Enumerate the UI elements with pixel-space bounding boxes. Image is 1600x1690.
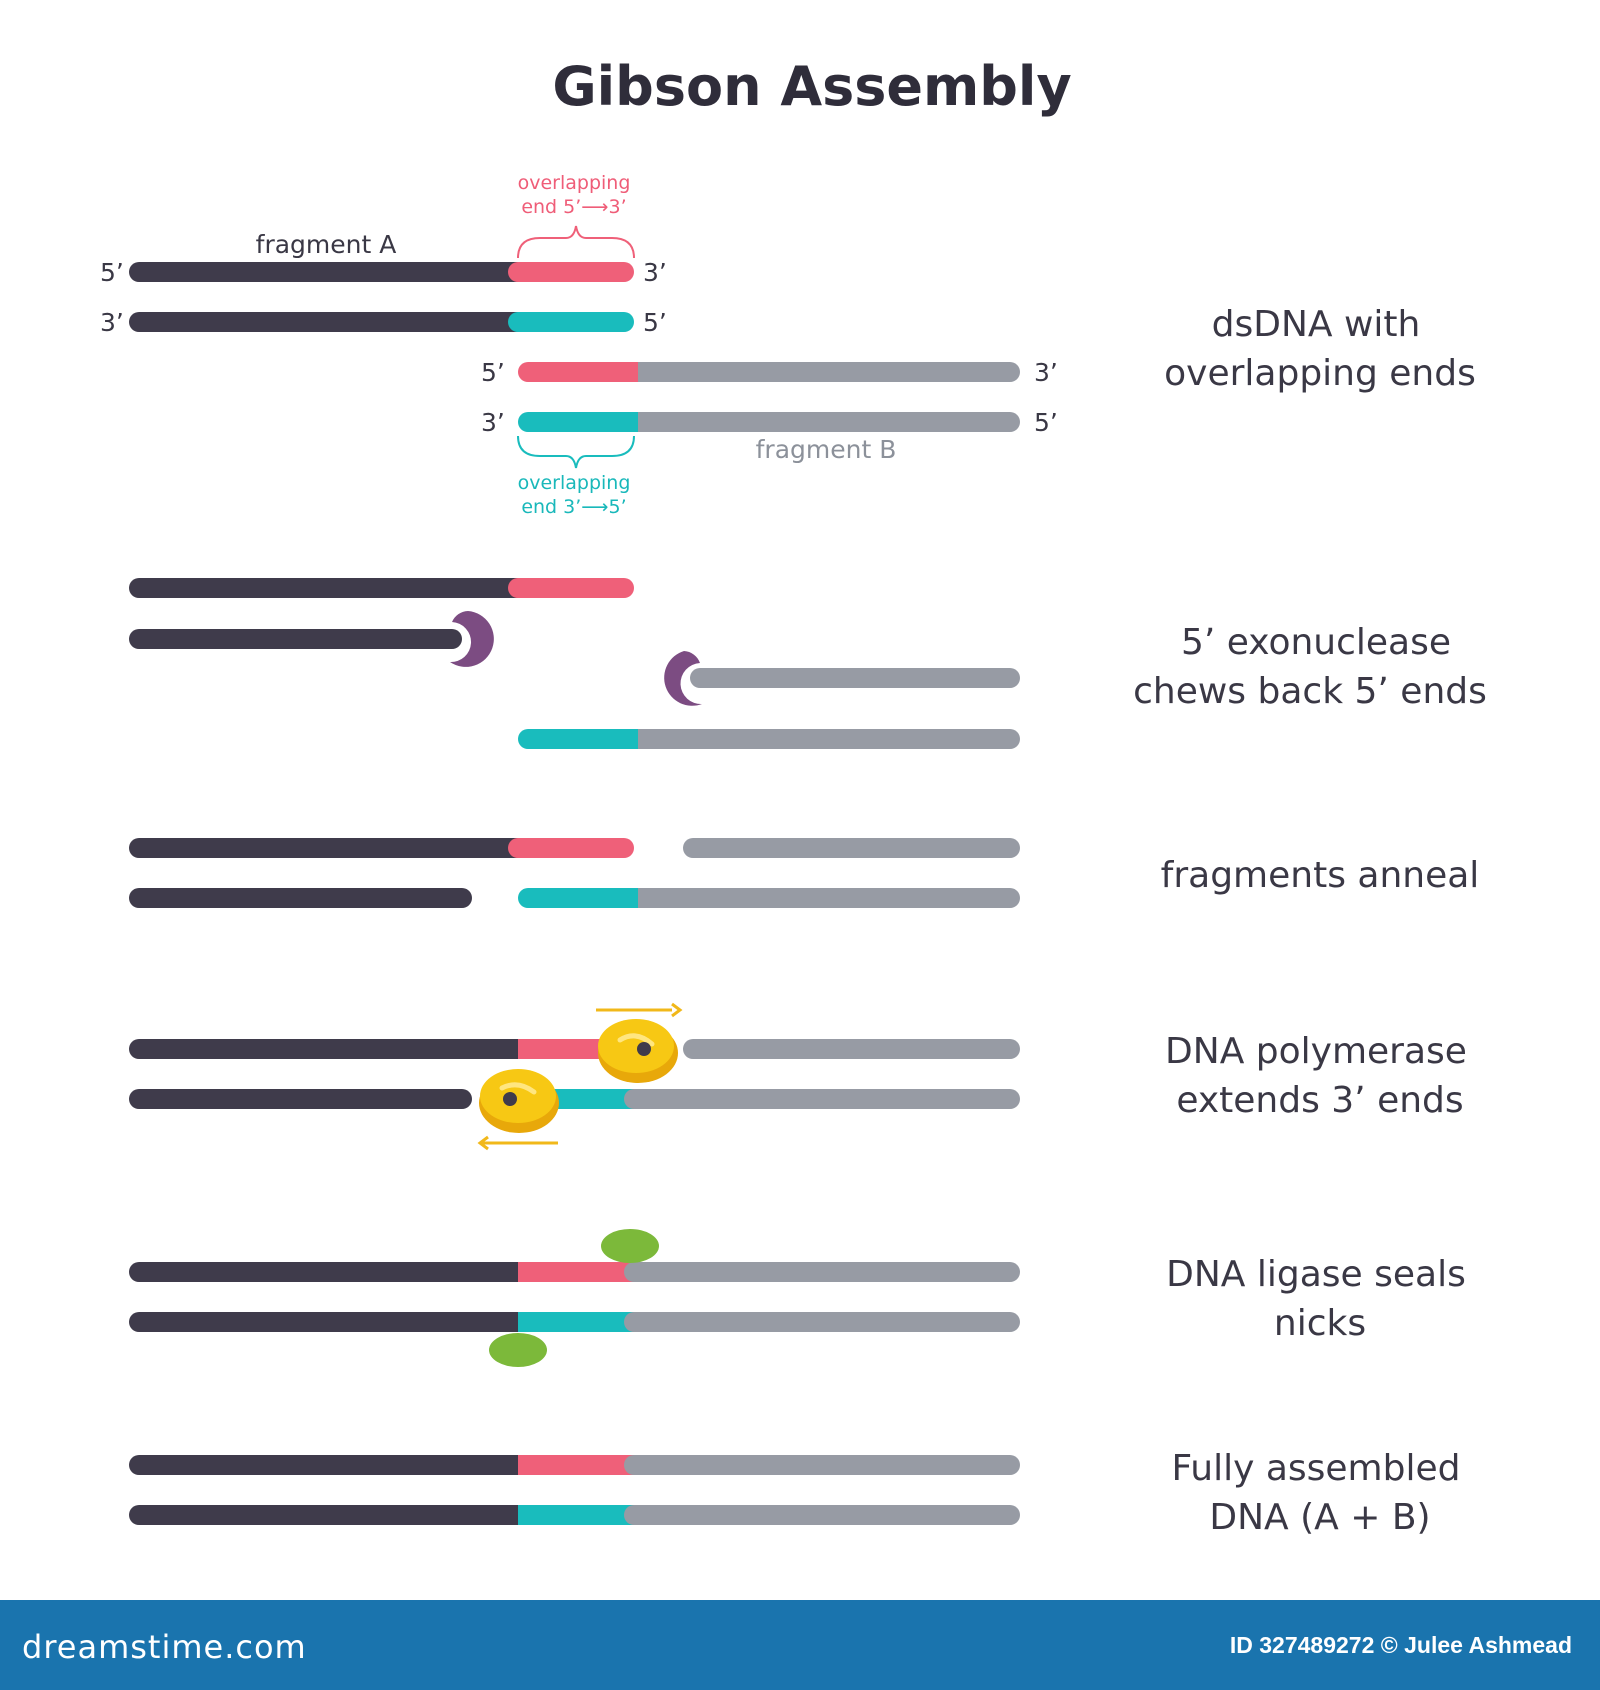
strand-a-bottom-5prime: 5’ — [643, 308, 667, 337]
exonuclease-a — [450, 611, 494, 667]
overlap-top-joint — [518, 838, 538, 858]
step-4-caption-line2: extends 3’ ends — [1176, 1080, 1463, 1121]
arrow-right-head — [671, 1002, 683, 1018]
step-6-caption-line2: DNA (A + B) — [1209, 1497, 1430, 1538]
overlap-top-label-line1: overlapping — [518, 172, 631, 194]
step-4-caption-line1: DNA polymerase — [1165, 1031, 1467, 1072]
step-6-caption-line1: Fully assembled — [1172, 1448, 1461, 1489]
strand-b-top-3prime: 3’ — [1034, 358, 1058, 387]
overlap-bottom-joint-b — [624, 729, 638, 749]
overlap-top-joint — [518, 578, 538, 598]
step-2-exonuclease — [129, 578, 1020, 749]
overlap-bottom-brace — [517, 435, 635, 469]
strand-b-bottom-5prime: 5’ — [1034, 408, 1058, 437]
overlap-top-joint — [518, 262, 538, 282]
strand-a-bottom-3prime: 3’ — [100, 308, 124, 337]
footer-brand[interactable]: dreamstime.com — [22, 1628, 307, 1666]
overlap-bottom-joint-b — [624, 412, 638, 432]
step-5-caption-line1: DNA ligase seals — [1166, 1254, 1466, 1295]
strand-a-top-5prime: 5’ — [100, 258, 124, 287]
fragment-b-label: fragment B — [756, 435, 897, 464]
ligase-top — [601, 1229, 659, 1263]
step-2-caption-line2: chews back 5’ ends — [1133, 671, 1487, 712]
overlap-bottom-joint — [624, 888, 638, 908]
step-5-caption-line2: nicks — [1274, 1303, 1366, 1344]
strand-b-top-5prime: 5’ — [481, 358, 505, 387]
step-1-caption-line2: overlapping ends — [1164, 353, 1476, 394]
strand-b-bottom-3prime: 3’ — [481, 408, 505, 437]
step-4-polymerase — [129, 1002, 1020, 1151]
step-captions: dsDNA with overlapping ends 5’ exonuclea… — [1133, 304, 1487, 1538]
overlap-top-label-line2: end 5’⟶3’ — [521, 196, 626, 218]
page-title: Gibson Assembly — [552, 55, 1071, 118]
polymerase-top — [598, 1019, 678, 1083]
step-5-ligase — [129, 1229, 1020, 1367]
fragment-a-label: fragment A — [256, 230, 397, 259]
overlap-bottom-label-line2: end 3’⟶5’ — [521, 496, 626, 518]
step-1-caption-line1: dsDNA with — [1212, 304, 1421, 345]
footer-credit: ID 327489272 © Julee Ashmead — [1229, 1632, 1572, 1658]
footer-bar — [0, 1600, 1600, 1690]
ligase-bottom — [489, 1333, 547, 1367]
arrow-left-head — [477, 1135, 489, 1151]
polymerase-bottom — [479, 1069, 559, 1133]
overlap-bottom-label-line1: overlapping — [518, 472, 631, 494]
step-3-caption-line1: fragments anneal — [1161, 855, 1480, 896]
overlap-bottom-joint-a — [518, 312, 538, 332]
step-1-dsdna: overlapping end 5’⟶3’ fragment A 5’ 3’ 3… — [100, 172, 1058, 518]
step-2-caption-line1: 5’ exonuclease — [1181, 622, 1451, 663]
exonuclease-b — [664, 651, 702, 706]
overlap-top-brace — [517, 225, 635, 259]
strand-a-top-3prime: 3’ — [643, 258, 667, 287]
step-6-assembled — [129, 1455, 1020, 1525]
step-3-anneal — [129, 838, 1020, 908]
gibson-assembly-diagram: Gibson Assembly overlapping end 5’⟶3’ fr… — [100, 55, 1487, 1538]
overlap-top-joint-b — [624, 362, 638, 382]
